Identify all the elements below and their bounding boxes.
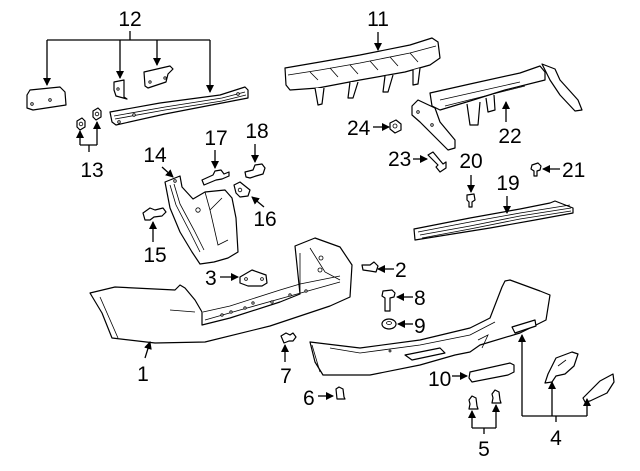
callout-4: 4 (518, 334, 591, 450)
callout-11-label: 11 (367, 8, 389, 31)
part-3-bracket[interactable] (239, 269, 268, 287)
callout-1-label: 1 (137, 363, 149, 386)
part-13-nut-right[interactable] (92, 107, 102, 121)
callout-15-label: 15 (143, 244, 166, 267)
callout-13: 13 (76, 121, 104, 182)
callout-6-label: 6 (303, 387, 315, 410)
callout-21: 21 (542, 159, 585, 182)
part-17-stud[interactable] (201, 169, 230, 186)
part-2-screw[interactable] (361, 261, 379, 273)
callout-20: 20 (459, 150, 483, 193)
callout-2: 2 (377, 259, 407, 282)
callout-3-label: 3 (205, 267, 217, 290)
callout-4-label: 4 (550, 427, 562, 450)
part-7-clip[interactable] (280, 332, 297, 344)
callout-17: 17 (204, 127, 228, 169)
part-15-push-pin[interactable] (142, 207, 167, 221)
rear-bumper-fascia[interactable] (309, 279, 551, 376)
callout-20-label: 20 (459, 150, 482, 173)
callout-17-label: 17 (204, 127, 227, 150)
callout-16: 16 (251, 196, 277, 231)
callout-19: 19 (496, 172, 520, 214)
part-12-left-bracket[interactable] (26, 86, 67, 111)
part-22-bumper-carrier[interactable] (411, 63, 583, 151)
part-11-energy-absorber[interactable] (284, 37, 441, 106)
callout-5-label: 5 (478, 438, 490, 461)
callout-18-label: 18 (245, 120, 268, 143)
callout-15: 15 (143, 221, 167, 267)
callout-22-label: 22 (498, 125, 521, 148)
callout-5: 5 (468, 404, 500, 461)
callout-7: 7 (280, 344, 292, 388)
callout-19-label: 19 (496, 172, 519, 195)
part-12-mid-bracket[interactable] (143, 65, 174, 89)
callout-22: 22 (498, 101, 522, 148)
callout-14-label: 14 (143, 144, 167, 167)
callout-23: 23 (388, 148, 428, 171)
callout-7-label: 7 (280, 365, 292, 388)
part-4-bracket[interactable] (544, 351, 579, 384)
callout-21-label: 21 (562, 159, 585, 182)
callout-8: 8 (396, 287, 426, 310)
part-20-screw[interactable] (466, 193, 476, 208)
callout-3: 3 (205, 267, 239, 290)
callout-1: 1 (137, 341, 152, 386)
callout-6: 6 (303, 387, 334, 410)
part-12-reinforcement-bar[interactable] (109, 86, 249, 126)
callout-24-label: 24 (347, 117, 371, 140)
callout-11: 11 (367, 8, 389, 51)
callout-9: 9 (397, 315, 426, 338)
callout-9-label: 9 (414, 315, 426, 338)
callout-12: 12 (43, 8, 214, 93)
callout-23-label: 23 (388, 148, 411, 171)
callout-14: 14 (143, 144, 174, 178)
part-16-retainer[interactable] (233, 181, 251, 198)
callout-24: 24 (347, 117, 390, 140)
part-13-nut-left[interactable] (76, 117, 86, 131)
callout-13-label: 13 (80, 159, 103, 182)
part-23-bolt[interactable] (427, 151, 447, 173)
part-24-nut[interactable] (389, 119, 402, 134)
callout-18: 18 (245, 120, 269, 163)
part-6-clip[interactable] (335, 386, 346, 400)
callout-12-label: 12 (118, 8, 141, 31)
callout-10: 10 (428, 368, 468, 391)
callout-16-label: 16 (253, 208, 276, 231)
part-21-clip[interactable] (530, 162, 542, 177)
part-14-mud-guard[interactable] (164, 175, 239, 265)
callout-10-label: 10 (428, 368, 451, 391)
part-9-washer[interactable] (381, 318, 397, 330)
part-12-small-clip[interactable] (113, 79, 128, 100)
callout-2-label: 2 (395, 259, 407, 282)
part-19-step-pad[interactable] (413, 200, 574, 241)
part-10-reflector[interactable] (468, 362, 515, 383)
part-18-screw[interactable] (244, 163, 266, 179)
part-5-clip-right[interactable] (491, 389, 502, 404)
part-5-clip-left[interactable] (468, 395, 479, 410)
part-1-bumper-step[interactable] (89, 237, 353, 344)
part-4-trim-piece[interactable] (582, 373, 615, 403)
callout-8-label: 8 (414, 287, 426, 310)
part-8-bolt[interactable] (381, 289, 396, 312)
